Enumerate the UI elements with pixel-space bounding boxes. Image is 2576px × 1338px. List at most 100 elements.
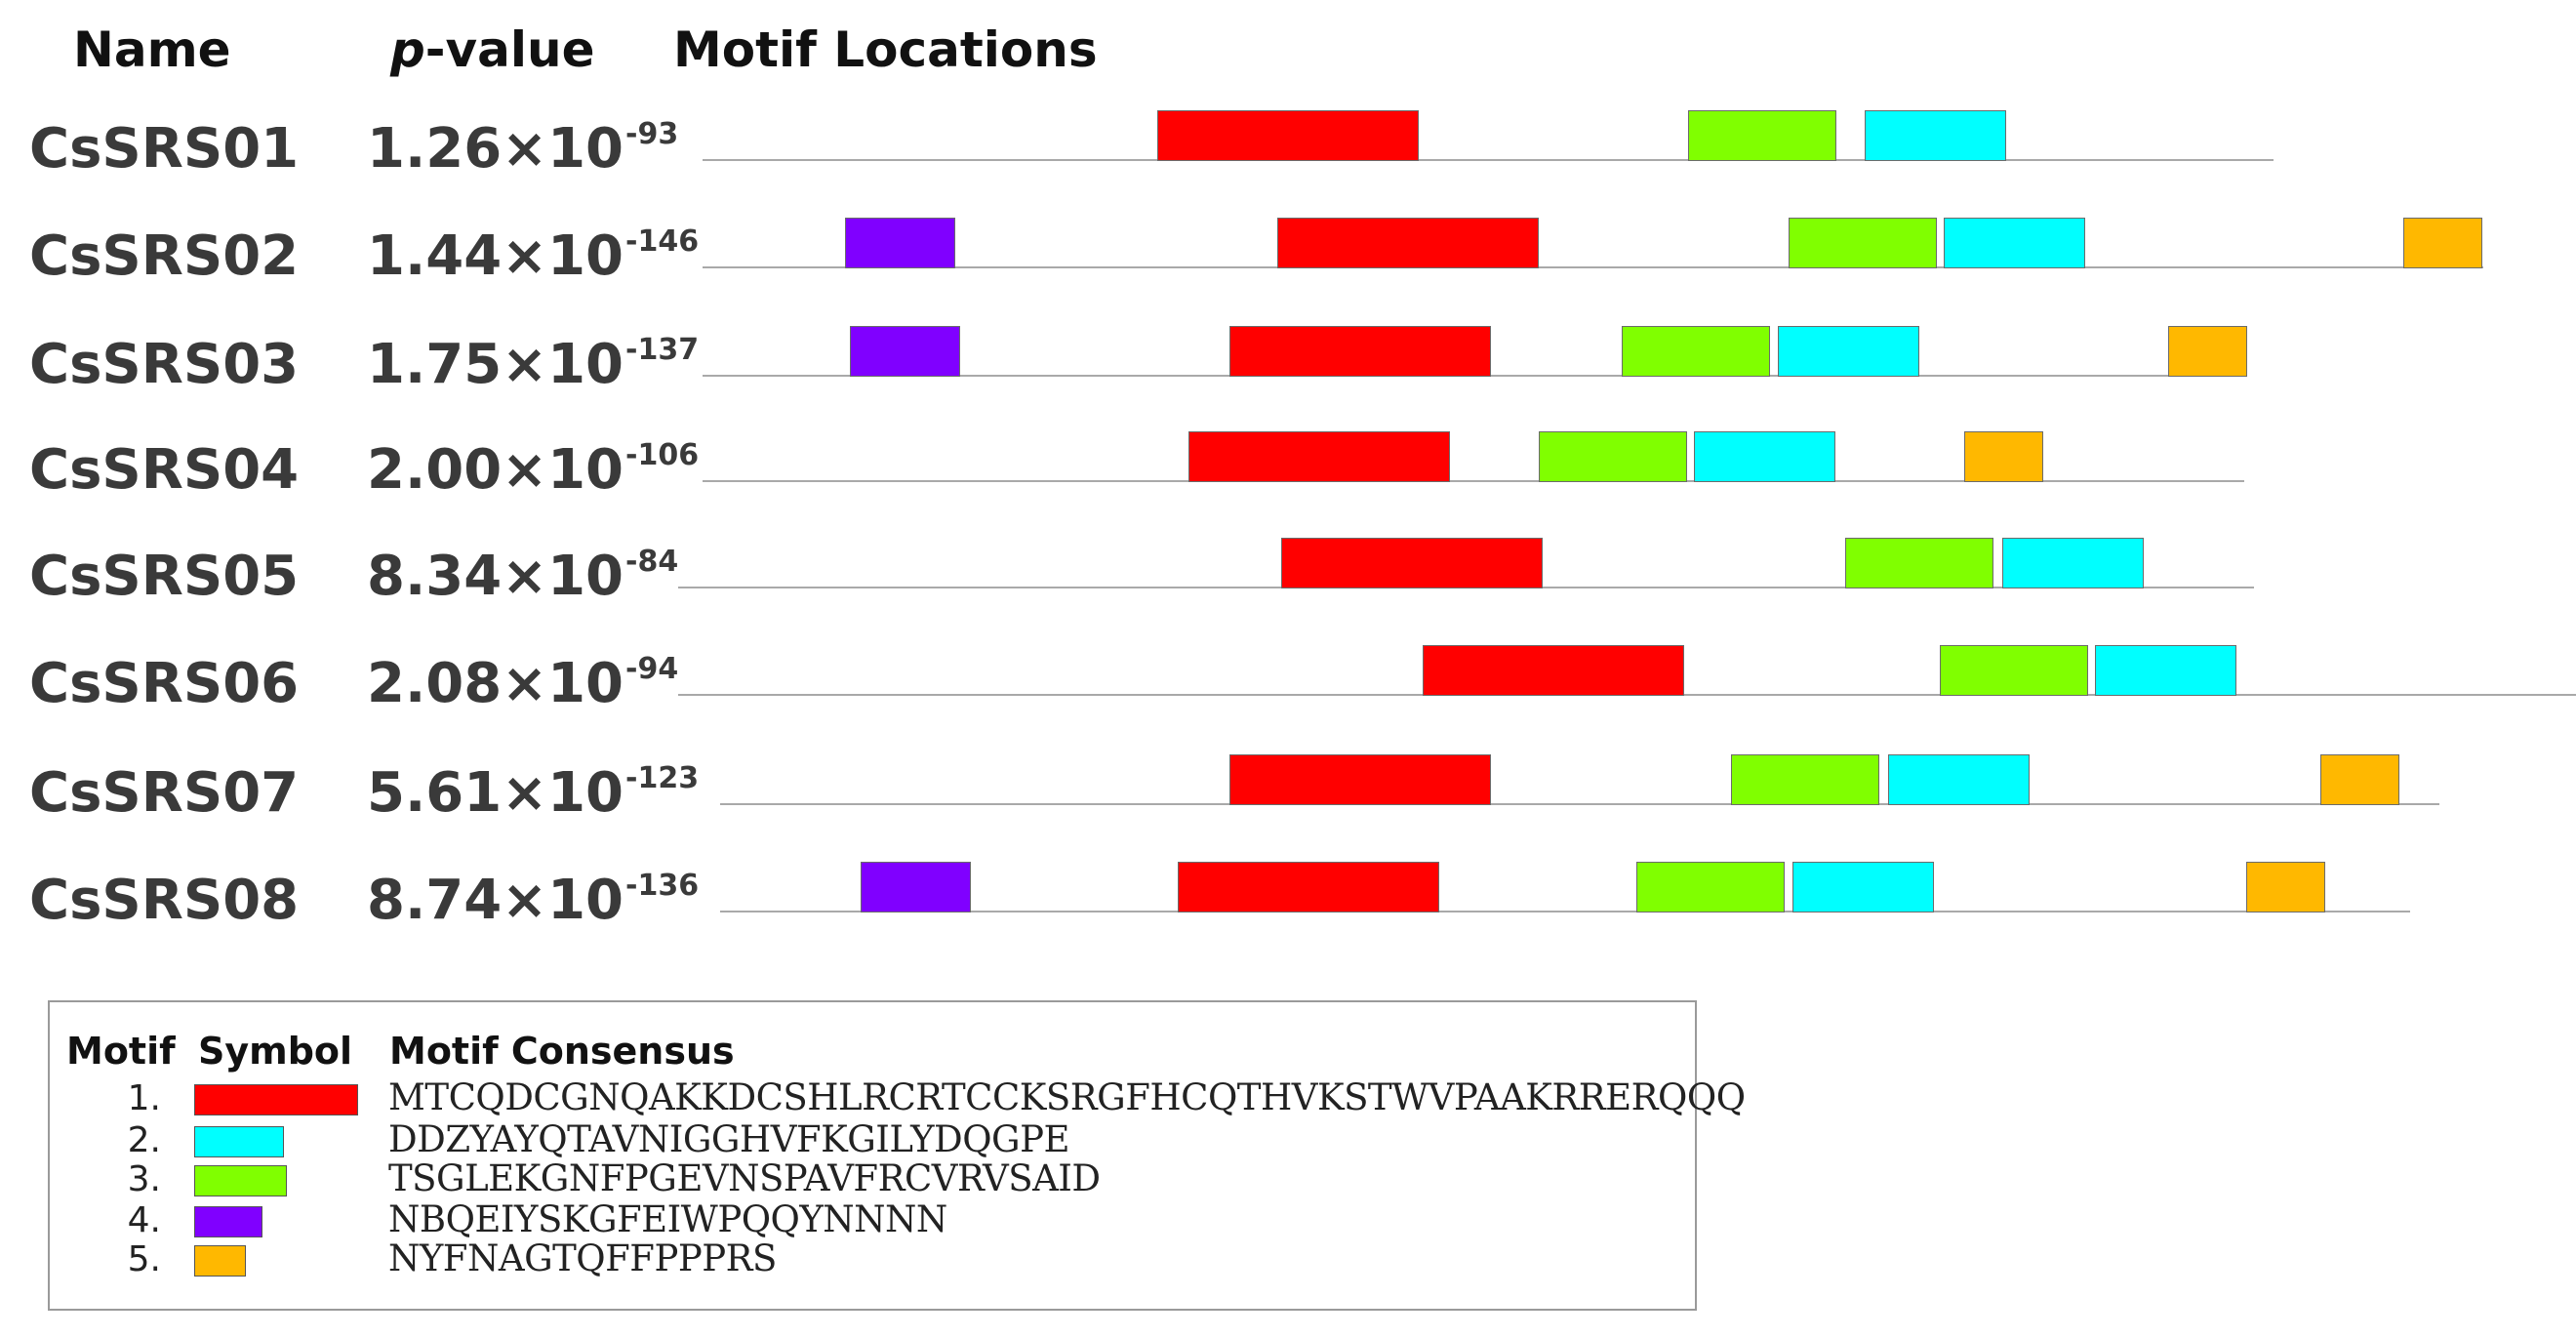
sequence-name: CsSRS01	[29, 117, 300, 181]
legend-motif-number: 4.	[127, 1200, 161, 1240]
motif-1-box	[1281, 538, 1543, 588]
motif-4-box	[861, 862, 971, 912]
sequence-row: CsSRS03 1.75×10-137	[0, 318, 2576, 426]
motif-1-box	[1229, 754, 1491, 805]
sequence-pvalue: 8.34×10-84	[367, 545, 678, 608]
legend-symbol-swatch	[194, 1245, 246, 1277]
pvalue-base: 1.26×10	[367, 117, 624, 181]
motif-3-box	[1622, 326, 1770, 377]
motif-2-box	[2095, 645, 2236, 696]
motif-1-box	[1178, 862, 1439, 912]
legend-consensus: NBQEIYSKGFEIWPQQYNNNN	[388, 1198, 947, 1240]
pvalue-exponent: -106	[625, 438, 700, 472]
legend-motif-number: 2.	[127, 1120, 161, 1160]
sequence-name: CsSRS02	[29, 224, 300, 288]
sequence-name: CsSRS07	[29, 761, 300, 825]
sequence-line	[703, 266, 2483, 268]
legend-symbol-swatch	[194, 1126, 284, 1157]
sequence-name: CsSRS08	[29, 869, 300, 932]
pvalue-exponent: -136	[625, 869, 700, 903]
sequence-line	[703, 159, 2274, 161]
legend-row: 2. DDZYAYQTAVNIGGHVFKGILYDQGPE	[50, 1118, 1695, 1165]
pvalue-base: 8.34×10	[367, 545, 624, 608]
legend-header-motif: Motif	[66, 1030, 176, 1073]
sequence-name: CsSRS04	[29, 438, 300, 502]
sequence-pvalue: 2.08×10-94	[367, 652, 678, 715]
sequence-name: CsSRS05	[29, 545, 300, 608]
pvalue-exponent: -94	[625, 652, 679, 686]
motif-2-box	[2002, 538, 2144, 588]
motif-4-box	[845, 218, 955, 268]
sequence-row: CsSRS07 5.61×10-123	[0, 747, 2576, 854]
motif-3-box	[1940, 645, 2088, 696]
sequence-pvalue: 2.00×10-106	[367, 438, 699, 502]
motif-3-box	[1688, 110, 1836, 161]
sequence-row: CsSRS06 2.08×10-94	[0, 637, 2576, 745]
sequence-row: CsSRS04 2.00×10-106	[0, 424, 2576, 531]
legend-symbol-swatch	[194, 1206, 262, 1237]
motif-2-box	[1778, 326, 1919, 377]
legend-row: 5.NYFNAGTQFFPPPRS	[50, 1237, 1695, 1284]
sequence-name: CsSRS03	[29, 333, 300, 396]
motif-5-box	[2168, 326, 2247, 377]
motif-2-box	[1865, 110, 2006, 161]
motif-5-box	[2320, 754, 2399, 805]
pvalue-exponent: -93	[625, 117, 679, 151]
pvalue-base: 5.61×10	[367, 761, 624, 825]
motif-2-box	[1694, 431, 1835, 482]
pvalue-base: 2.00×10	[367, 438, 624, 502]
motif-3-box	[1731, 754, 1879, 805]
legend-header-consensus: Motif Consensus	[389, 1030, 735, 1073]
sequence-line	[720, 803, 2439, 805]
motif-legend: Motif Symbol Motif Consensus 1.MTCQDCGNQ…	[48, 1000, 1746, 1311]
legend-row: 4. NBQEIYSKGFEIWPQQYNNNN	[50, 1198, 1695, 1245]
motif-5-box	[1964, 431, 2043, 482]
pvalue-exponent: -137	[625, 333, 700, 367]
motif-2-box	[1888, 754, 2030, 805]
header-pvalue-italic: p	[390, 21, 425, 78]
motif-1-box	[1229, 326, 1491, 377]
legend-consensus: TSGLEKGNFPGEVNSPAVFRCVRVSAID	[388, 1157, 1101, 1199]
sequence-row: CsSRS02 1.44×10-146	[0, 210, 2576, 317]
pvalue-exponent: -146	[625, 224, 700, 259]
pvalue-exponent: -84	[625, 545, 679, 579]
legend-consensus: DDZYAYQTAVNIGGHVFKGILYDQGPE	[388, 1118, 1070, 1160]
pvalue-base: 1.75×10	[367, 333, 624, 396]
motif-2-box	[1944, 218, 2085, 268]
motif-3-box	[1636, 862, 1785, 912]
header-pvalue: p-value	[390, 21, 595, 78]
header-name: Name	[73, 21, 231, 78]
motif-5-box	[2403, 218, 2482, 268]
sequence-row: CsSRS01 1.26×10-93	[0, 102, 2576, 210]
motif-1-box	[1277, 218, 1539, 268]
legend-motif-number: 3.	[127, 1159, 161, 1199]
sequence-pvalue: 8.74×10-136	[367, 869, 699, 932]
motif-1-box	[1157, 110, 1419, 161]
legend-row: 1. MTCQDCGNQAKKDCSHLRCRTCCKSRGFHCQTHVKSTW…	[50, 1076, 1746, 1123]
sequence-line	[703, 480, 2244, 482]
motif-3-box	[1539, 431, 1687, 482]
sequence-pvalue: 1.44×10-146	[367, 224, 699, 288]
legend-consensus: MTCQDCGNQAKKDCSHLRCRTCCKSRGFHCQTHVKSTWVP…	[388, 1076, 1746, 1118]
sequence-row: CsSRS08 8.74×10-136	[0, 854, 2576, 961]
sequence-pvalue: 5.61×10-123	[367, 761, 699, 825]
sequence-pvalue: 1.26×10-93	[367, 117, 678, 181]
motif-2-box	[1792, 862, 1934, 912]
sequence-name: CsSRS06	[29, 652, 300, 715]
pvalue-exponent: -123	[625, 761, 700, 795]
motif-5-box	[2246, 862, 2325, 912]
pvalue-base: 8.74×10	[367, 869, 624, 932]
motif-4-box	[850, 326, 960, 377]
sequence-pvalue: 1.75×10-137	[367, 333, 699, 396]
legend-consensus: NYFNAGTQFFPPPRS	[388, 1237, 777, 1279]
sequence-row: CsSRS05 8.34×10-84	[0, 530, 2576, 637]
motif-1-box	[1423, 645, 1684, 696]
legend-symbol-swatch	[194, 1165, 287, 1196]
legend-symbol-swatch	[194, 1084, 358, 1115]
pvalue-base: 2.08×10	[367, 652, 624, 715]
motif-3-box	[1789, 218, 1937, 268]
pvalue-base: 1.44×10	[367, 224, 624, 288]
legend-row: 3. TSGLEKGNFPGEVNSPAVFRCVRVSAID	[50, 1157, 1695, 1204]
legend-motif-number: 1.	[127, 1078, 161, 1118]
